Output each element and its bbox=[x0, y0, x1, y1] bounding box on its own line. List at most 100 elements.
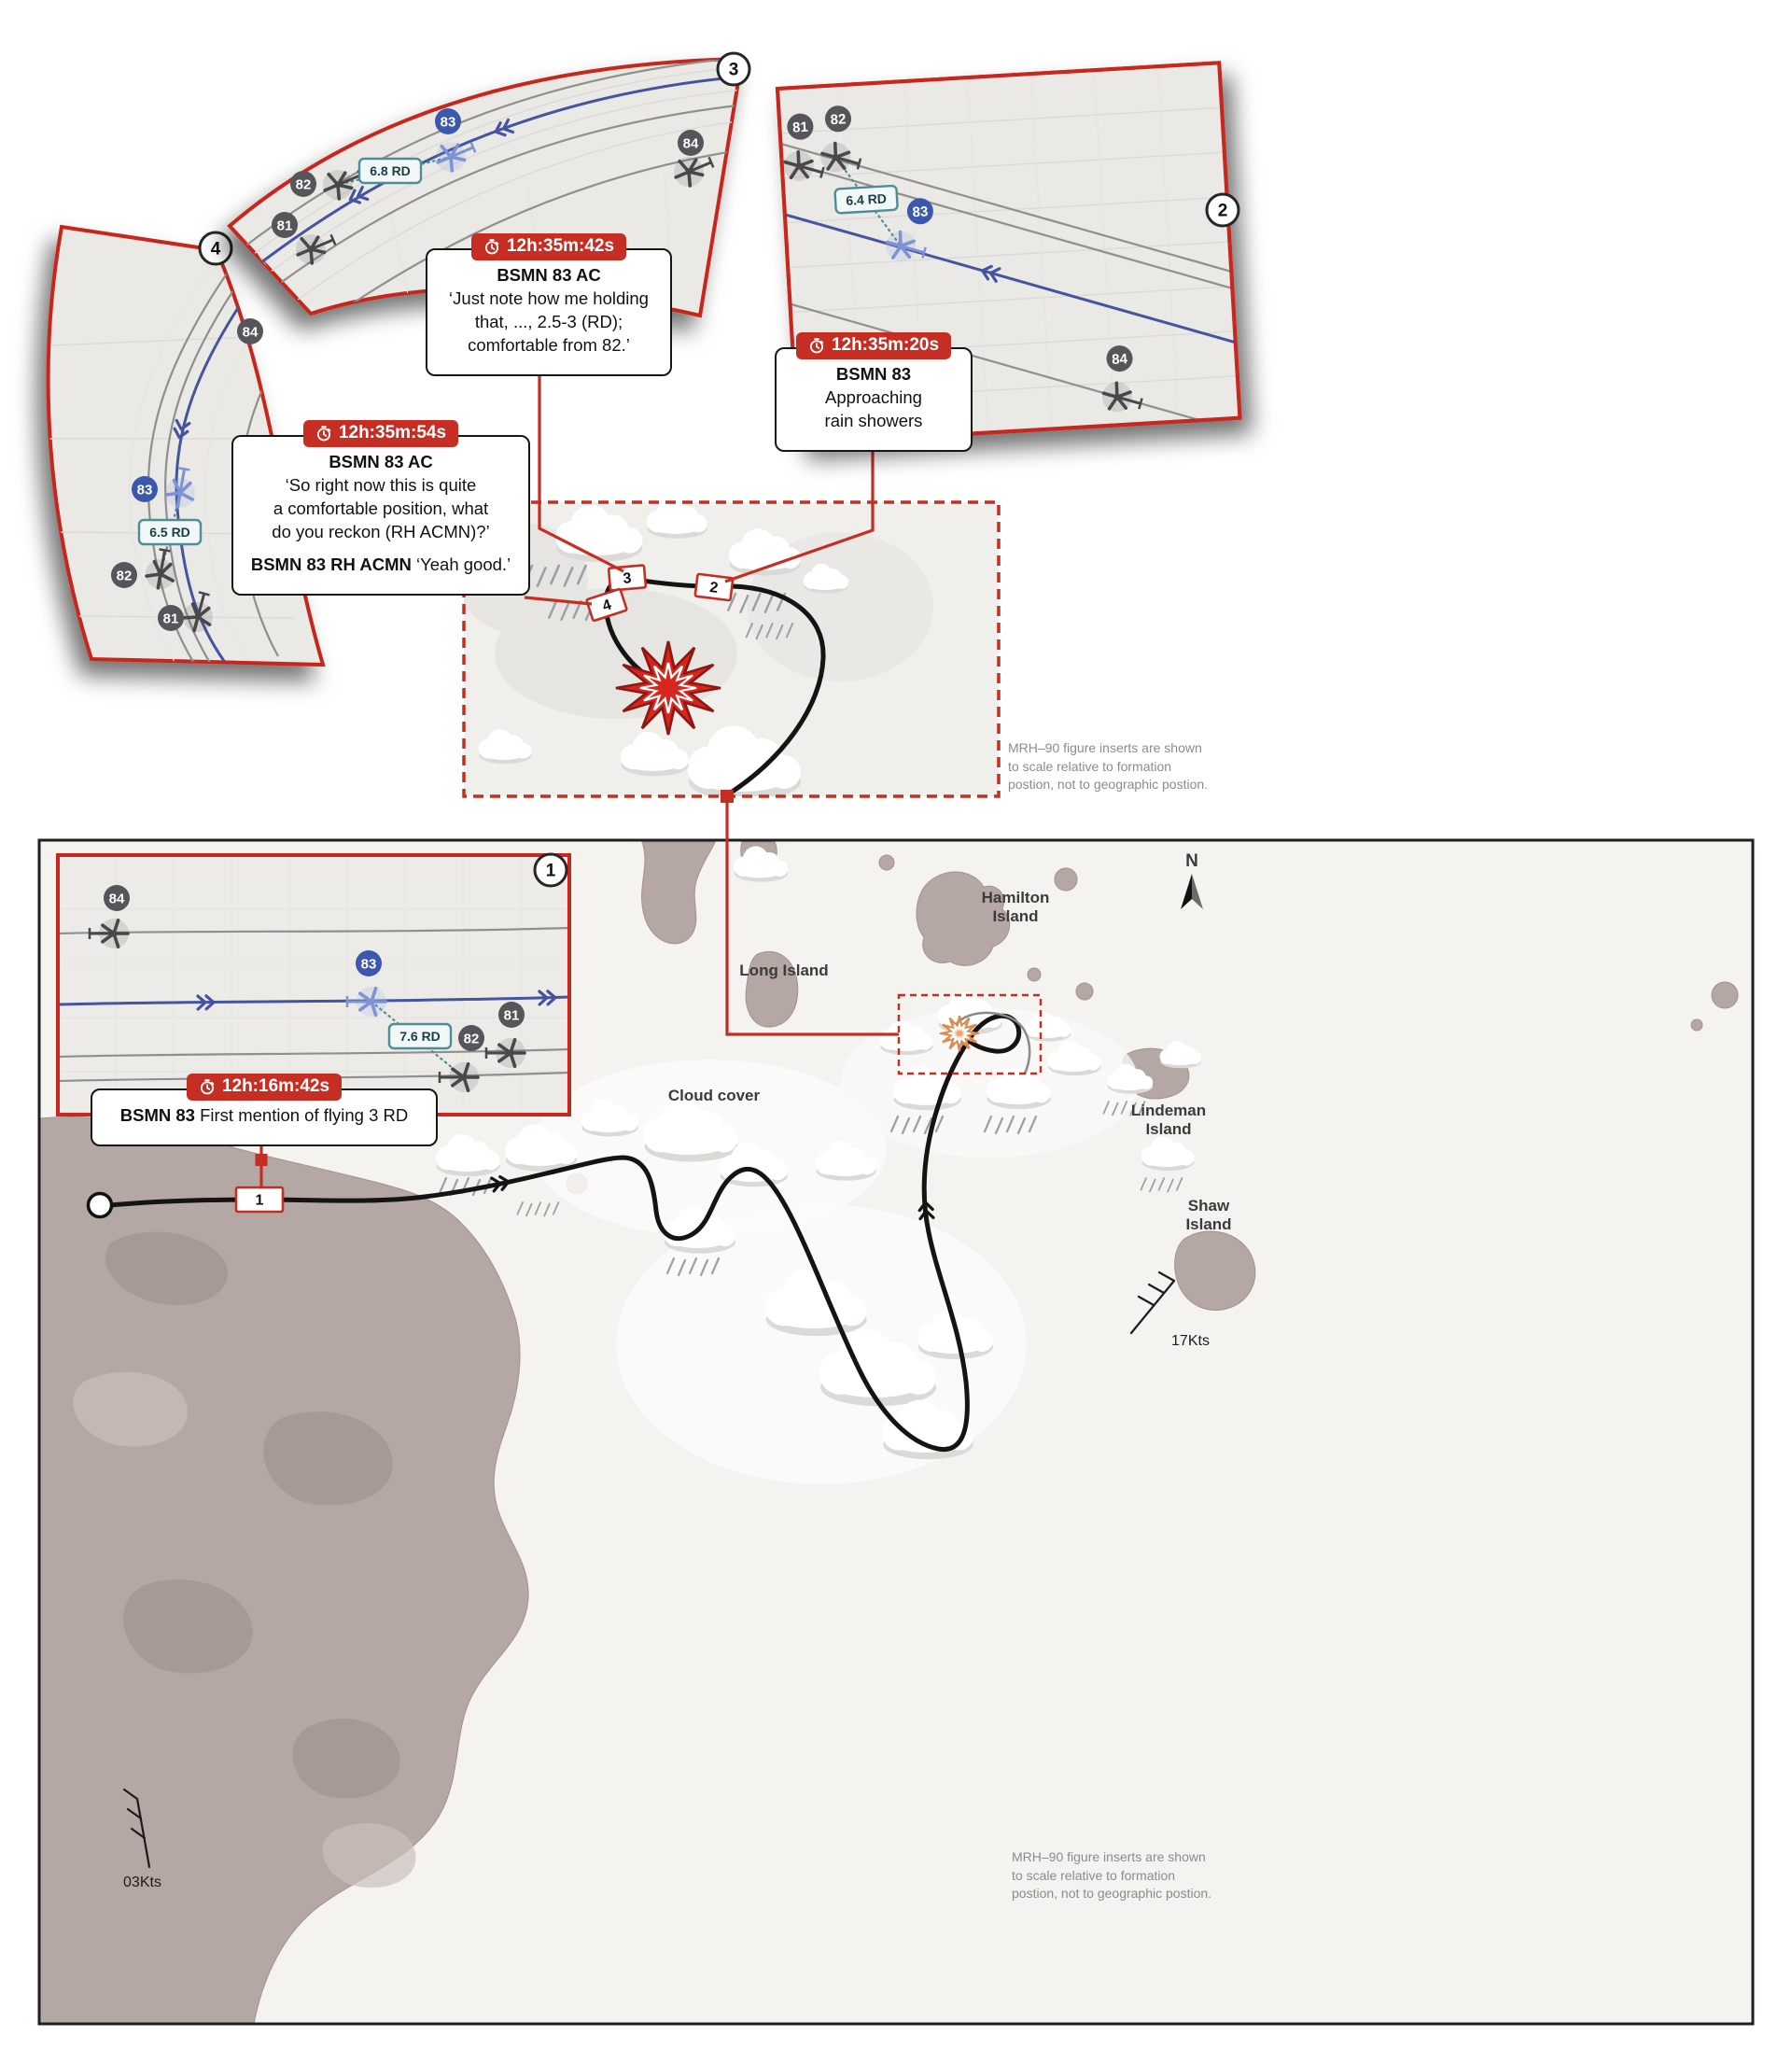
svg-text:6.4 RD: 6.4 RD bbox=[846, 190, 887, 208]
timestamp-text: 12h:35m:20s bbox=[831, 335, 940, 355]
callout-123554: 12h:35m:54s BSMN 83 AC ‘So right now thi… bbox=[231, 420, 530, 596]
rd-chip-p3: 6.8 RD bbox=[357, 157, 423, 185]
inset-marker-3: 3 bbox=[607, 564, 648, 592]
svg-text:7.6 RD: 7.6 RD bbox=[399, 1029, 441, 1044]
label-north: N bbox=[1185, 851, 1198, 871]
rd-chip-p1: 7.6 RD bbox=[387, 1022, 453, 1050]
svg-text:81: 81 bbox=[792, 119, 809, 136]
inset-marker-4: 4 bbox=[585, 587, 628, 623]
heli-81-badge: 81 bbox=[498, 1002, 525, 1028]
callout-timestamp: 12h:35m:54s bbox=[302, 420, 459, 447]
callout-timestamp: 12h:35m:20s bbox=[795, 332, 952, 359]
panel-4-badge: 4 bbox=[198, 231, 233, 266]
rd-chip-p4: 6.5 RD bbox=[137, 518, 203, 546]
connector-anchor bbox=[721, 790, 734, 803]
callout-body: BSMN 83 Approaching rain showers bbox=[775, 347, 973, 452]
island-long bbox=[745, 951, 799, 1028]
connector-t3554 bbox=[524, 596, 593, 606]
heli-84-badge: 84 bbox=[237, 318, 263, 344]
island-hamilton bbox=[916, 871, 1011, 966]
callout-123542: 12h:35m:42s BSMN 83 AC ‘Just note how me… bbox=[426, 233, 672, 376]
svg-text:84: 84 bbox=[243, 325, 259, 341]
svg-text:1: 1 bbox=[546, 862, 556, 881]
svg-text:84: 84 bbox=[109, 892, 125, 907]
svg-text:81: 81 bbox=[504, 1008, 520, 1024]
svg-text:6.5 RD: 6.5 RD bbox=[149, 525, 190, 540]
callout-body: BSMN 83 AC ‘Just note how me holding tha… bbox=[426, 248, 672, 376]
clock-icon bbox=[200, 1079, 215, 1095]
speaker: BSMN 83 RH ACMN bbox=[250, 554, 412, 574]
wind-barb-right bbox=[1129, 1271, 1176, 1335]
speaker: BSMN 83 AC bbox=[497, 265, 601, 285]
helicopter-84-icon bbox=[269, 304, 312, 355]
track-83 bbox=[58, 995, 569, 1006]
heli-83-badge: 83 bbox=[906, 198, 933, 225]
label-hamilton-island: Hamilton Island bbox=[981, 889, 1050, 925]
insert-panel-1: 7.6 RD 84 83 81 82 bbox=[56, 853, 571, 1116]
label-shaw-island: Shaw Island bbox=[1185, 1197, 1232, 1233]
svg-text:82: 82 bbox=[296, 177, 312, 193]
svg-text:84: 84 bbox=[1112, 351, 1128, 368]
track-81 bbox=[781, 159, 1233, 289]
svg-text:83: 83 bbox=[361, 957, 377, 973]
svg-text:82: 82 bbox=[464, 1032, 480, 1047]
connector-t3520 bbox=[724, 442, 875, 583]
connector-anchor bbox=[255, 1154, 268, 1166]
speaker: BSMN 83 AC bbox=[329, 452, 433, 471]
clock-icon bbox=[484, 239, 499, 255]
svg-text:81: 81 bbox=[277, 218, 293, 234]
heli-83-badge: 83 bbox=[356, 950, 382, 976]
svg-text:83: 83 bbox=[912, 204, 929, 220]
heli-81-badge: 81 bbox=[158, 605, 184, 631]
panel-3-badge: 3 bbox=[716, 51, 751, 87]
svg-text:84: 84 bbox=[683, 136, 699, 152]
quote-line: ‘Just note how me holding bbox=[449, 288, 649, 308]
reply-line: BSMN 83 RH ACMN ‘Yeah good.’ bbox=[243, 554, 519, 577]
svg-text:3: 3 bbox=[623, 570, 632, 587]
timestamp-text: 12h:35m:42s bbox=[506, 236, 615, 256]
svg-text:81: 81 bbox=[163, 611, 179, 627]
flight-path bbox=[108, 1013, 1022, 1453]
quote-line: comfortable from 82.’ bbox=[468, 334, 630, 355]
panel-1-badge: 1 bbox=[533, 852, 568, 888]
rd-chip-p2: 6.4 RD bbox=[833, 184, 899, 215]
track-83 bbox=[784, 213, 1237, 344]
quote-line: ‘Yeah good.’ bbox=[415, 554, 511, 574]
heli-81-badge: 81 bbox=[787, 113, 814, 140]
connector-inset-to-map bbox=[725, 795, 899, 1036]
track-81 bbox=[58, 1047, 569, 1059]
wind-barb-left bbox=[122, 1788, 151, 1869]
track-82 bbox=[780, 142, 1232, 273]
speaker: BSMN 83 bbox=[119, 1105, 195, 1125]
heli-84-badge: 84 bbox=[104, 885, 130, 911]
callout-123520: 12h:35m:20s BSMN 83 Approaching rain sho… bbox=[775, 332, 973, 452]
track-84 bbox=[790, 302, 1240, 433]
panel-2-badge: 2 bbox=[1205, 192, 1240, 228]
heli-84-badge: 84 bbox=[1106, 345, 1133, 372]
quote-line: Approaching bbox=[825, 386, 922, 407]
callout-body: BSMN 83 AC ‘So right now this is quite a… bbox=[231, 435, 530, 596]
crash-area-rect bbox=[897, 993, 1043, 1075]
connector-t3542 bbox=[538, 360, 624, 573]
label-long-island: Long Island bbox=[739, 962, 829, 979]
label-wind-03kts: 03Kts bbox=[123, 1874, 161, 1890]
svg-text:6.8 RD: 6.8 RD bbox=[370, 163, 411, 178]
quote-line: ‘So right now this is quite bbox=[285, 474, 477, 495]
crash-inset: 2 3 4 bbox=[462, 500, 1001, 803]
svg-text:83: 83 bbox=[441, 115, 456, 131]
path-start-point bbox=[86, 1191, 114, 1219]
label-lindeman-island: Lindeman Island bbox=[1130, 1102, 1207, 1138]
heli-83-badge: 83 bbox=[132, 476, 158, 502]
inset-marker-2: 2 bbox=[693, 572, 735, 602]
heli-82-badge: 82 bbox=[290, 171, 316, 197]
svg-text:82: 82 bbox=[830, 111, 847, 128]
quote-line: that, ..., 2.5-3 (RD); bbox=[474, 311, 623, 331]
timestamp-text: 12h:35m:54s bbox=[338, 423, 447, 442]
svg-text:82: 82 bbox=[117, 569, 133, 584]
quote-line: do you reckon (RH ACMN)?’ bbox=[272, 521, 490, 541]
map-border bbox=[37, 838, 1755, 2026]
mainland bbox=[39, 1116, 529, 2024]
